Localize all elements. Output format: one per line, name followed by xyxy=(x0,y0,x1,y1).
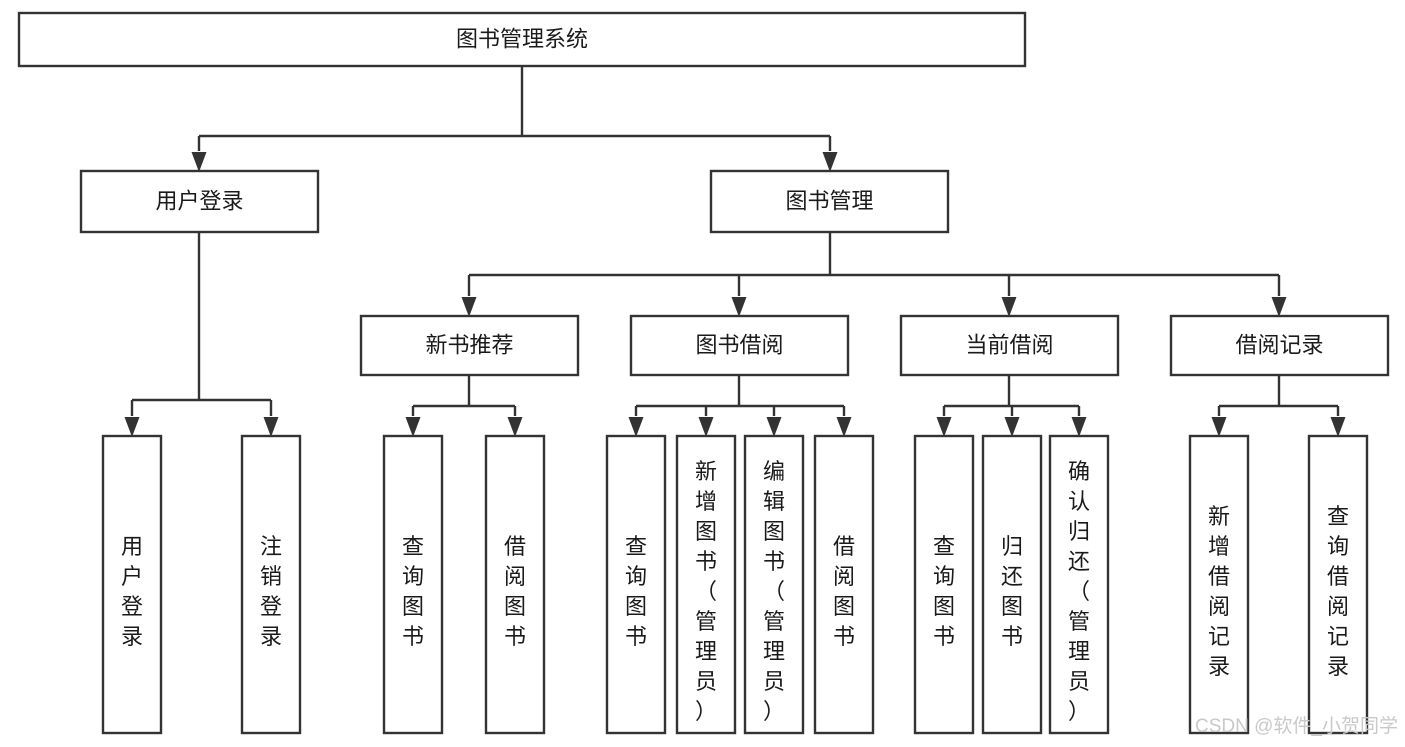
arrow-head-icon xyxy=(461,297,477,317)
node-box[interactable] xyxy=(1188,434,1250,735)
node-label: 图书管理 xyxy=(785,188,873,213)
node-label: 归还图书 xyxy=(1001,534,1023,649)
connector-conn-user-login xyxy=(124,232,279,437)
node-label: 图书借阅 xyxy=(695,332,783,357)
node-user-login[interactable]: 用户登录 xyxy=(79,169,320,234)
node-current-borrow[interactable]: 当前借阅 xyxy=(899,314,1120,377)
node-label: 查询图书 xyxy=(933,534,955,649)
node-box[interactable] xyxy=(813,434,875,735)
node-box[interactable] xyxy=(79,169,320,234)
node-label: 编辑图书（管理员） xyxy=(763,459,785,724)
node-label: 用户登录 xyxy=(121,534,143,649)
node-leaf-borrow-book-2[interactable]: 借阅图书 xyxy=(813,434,875,735)
node-label: 确认归还（管理员） xyxy=(1068,459,1090,724)
arrow-head-icon xyxy=(263,417,279,437)
node-box[interactable] xyxy=(382,434,444,735)
connector-conn-book-borrow xyxy=(628,375,852,437)
node-leaf-user-login[interactable]: 用户登录 xyxy=(101,434,163,735)
connector-conn-new-book xyxy=(405,375,523,437)
node-box[interactable] xyxy=(1169,314,1390,377)
node-box[interactable] xyxy=(675,434,737,735)
node-leaf-query-book-3[interactable]: 查询图书 xyxy=(913,434,975,735)
node-box[interactable] xyxy=(981,434,1043,735)
node-label: 当前借阅 xyxy=(965,332,1053,357)
arrow-head-icon xyxy=(1211,417,1227,437)
connector-conn-book-manage xyxy=(461,232,1287,317)
arrow-head-icon xyxy=(936,417,952,437)
arrow-head-icon xyxy=(766,417,782,437)
arrow-head-icon xyxy=(1071,417,1087,437)
node-layer: 图书管理系统用户登录图书管理新书推荐图书借阅当前借阅借阅记录用户登录注销登录查询… xyxy=(17,11,1390,735)
arrow-head-icon xyxy=(191,152,207,172)
node-label: 查询借阅记录 xyxy=(1327,504,1349,679)
node-leaf-return-book[interactable]: 归还图书 xyxy=(981,434,1043,735)
node-label: 查询图书 xyxy=(625,534,647,649)
node-label: 新增图书（管理员） xyxy=(695,459,717,724)
node-book-manage[interactable]: 图书管理 xyxy=(709,169,950,234)
node-leaf-borrow-book-1[interactable]: 借阅图书 xyxy=(484,434,546,735)
watermark-label: CSDN @软件_小贺同学 xyxy=(1195,715,1398,737)
node-borrow-record[interactable]: 借阅记录 xyxy=(1169,314,1390,377)
arrow-head-icon xyxy=(1271,297,1287,317)
node-leaf-add-book[interactable]: 新增图书（管理员） xyxy=(675,434,737,735)
node-leaf-edit-book[interactable]: 编辑图书（管理员） xyxy=(743,434,805,735)
node-box[interactable] xyxy=(240,434,302,735)
node-label: 用户登录 xyxy=(155,188,243,213)
connector-conn-current-borrow xyxy=(936,375,1087,437)
node-box[interactable] xyxy=(605,434,667,735)
arrow-head-icon xyxy=(698,417,714,437)
arrow-head-icon xyxy=(124,417,140,437)
node-leaf-add-record[interactable]: 新增借阅记录 xyxy=(1188,434,1250,735)
node-box[interactable] xyxy=(899,314,1120,377)
node-label: 借阅图书 xyxy=(504,534,526,649)
node-label: 新书推荐 xyxy=(425,332,513,357)
node-book-borrow[interactable]: 图书借阅 xyxy=(629,314,850,377)
node-box[interactable] xyxy=(1307,434,1369,735)
node-label: 查询图书 xyxy=(402,534,424,649)
node-box[interactable] xyxy=(709,169,950,234)
arrow-head-icon xyxy=(836,417,852,437)
node-box[interactable] xyxy=(629,314,850,377)
arrow-head-icon xyxy=(628,417,644,437)
node-new-book-recommend[interactable]: 新书推荐 xyxy=(359,314,580,377)
node-box[interactable] xyxy=(101,434,163,735)
node-leaf-query-book-1[interactable]: 查询图书 xyxy=(382,434,444,735)
connector-layer xyxy=(124,66,1346,437)
arrow-head-icon xyxy=(507,417,523,437)
arrow-head-icon xyxy=(822,152,838,172)
connector-conn-root xyxy=(191,66,838,172)
node-leaf-logout[interactable]: 注销登录 xyxy=(240,434,302,735)
arrow-head-icon xyxy=(731,297,747,317)
node-box[interactable] xyxy=(17,11,1027,68)
node-box[interactable] xyxy=(743,434,805,735)
node-box[interactable] xyxy=(359,314,580,377)
node-box[interactable] xyxy=(484,434,546,735)
node-leaf-query-record[interactable]: 查询借阅记录 xyxy=(1307,434,1369,735)
arrow-head-icon xyxy=(1001,297,1017,317)
node-label: 借阅图书 xyxy=(833,534,855,649)
node-box[interactable] xyxy=(1048,434,1110,735)
arrow-head-icon xyxy=(1004,417,1020,437)
connector-conn-borrow-record xyxy=(1211,375,1346,437)
node-box[interactable] xyxy=(913,434,975,735)
arrow-head-icon xyxy=(1330,417,1346,437)
node-label: 新增借阅记录 xyxy=(1208,504,1230,679)
node-leaf-confirm-return[interactable]: 确认归还（管理员） xyxy=(1048,434,1110,735)
arrow-head-icon xyxy=(405,417,421,437)
node-label: 图书管理系统 xyxy=(456,26,588,51)
node-leaf-query-book-2[interactable]: 查询图书 xyxy=(605,434,667,735)
node-root[interactable]: 图书管理系统 xyxy=(17,11,1027,68)
node-label: 注销登录 xyxy=(260,534,282,649)
node-label: 借阅记录 xyxy=(1235,332,1323,357)
